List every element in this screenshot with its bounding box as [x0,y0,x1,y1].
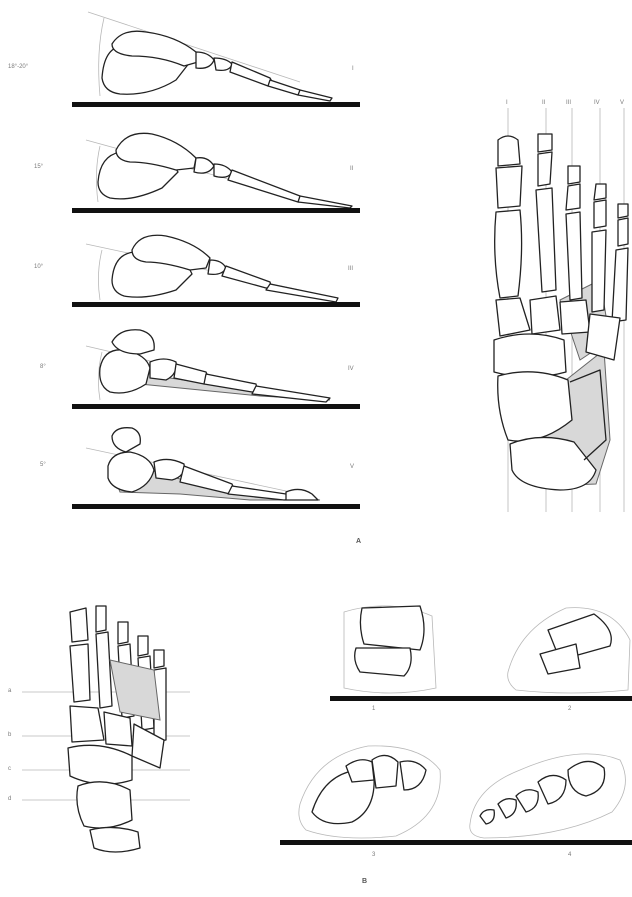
angle-label-ray-1: 18°-20° [8,64,28,70]
dorsal-ray-label-4: IV [594,100,600,106]
ray-label-4: IV [348,366,354,372]
section-level-a: a [8,688,11,694]
lateral-view-ray-1 [72,12,360,107]
lateral-view-ray-4 [72,330,360,409]
ray-label-3: III [348,266,353,272]
dorsal-ray-label-1: I [506,100,508,106]
lateral-view-ray-3 [72,235,360,307]
section-level-c: c [8,766,11,772]
lateral-view-ray-2 [72,133,360,213]
section-level-b: b [8,732,11,738]
cross-section-3 [280,746,632,845]
panel-label-b: B [362,878,367,885]
angle-label-ray-3: 10° [34,264,43,270]
cross-section-4 [470,754,626,838]
angle-label-ray-2: 15° [34,164,43,170]
angle-label-ray-5: 5° [40,462,46,468]
ray-label-1: I [352,66,354,72]
section-level-d: d [8,796,11,802]
dorsal-foot-view [494,108,628,512]
ray-label-5: V [350,464,354,470]
lateral-view-ray-5 [72,428,360,509]
dorsal-ray-label-5: V [620,100,624,106]
cross-section-2 [508,608,630,693]
angle-label-ray-4: 8° [40,364,46,370]
dorsal-ray-label-3: III [566,100,571,106]
cross-section-label-2: 2 [568,706,571,712]
cross-section-label-3: 3 [372,852,375,858]
ray-label-2: II [350,166,353,172]
cross-section-label-1: 1 [372,706,375,712]
cross-section-label-4: 4 [568,852,571,858]
panel-label-a: A [356,538,361,545]
dorsal-ray-label-2: II [542,100,545,106]
section-level-foot-view [22,606,190,852]
